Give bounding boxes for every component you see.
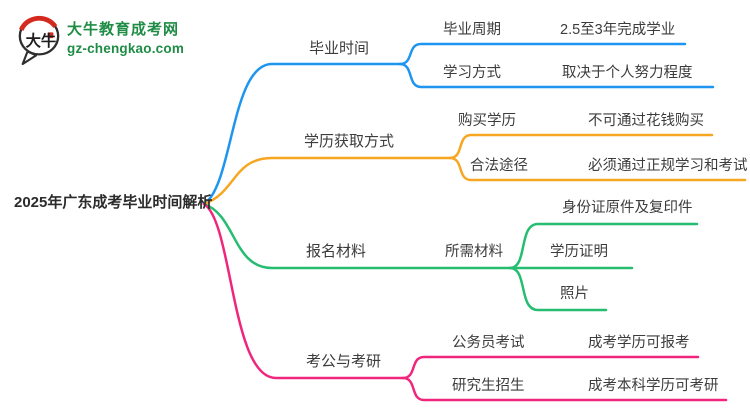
leaf-id-card[interactable]: 身份证原件及复印件 (562, 200, 693, 216)
leaf-legal-route-detail[interactable]: 必须通过正规学习和考试 (588, 158, 748, 174)
node-buy-credential[interactable]: 购买学历 (458, 113, 516, 129)
node-graduation-time[interactable]: 毕业时间 (309, 40, 370, 57)
node-graduation-cycle[interactable]: 毕业周期 (443, 22, 501, 38)
branch-graduation-cycle-line (398, 42, 687, 66)
branch-credential-acquisition-trunk-line (202, 156, 452, 206)
leaf-education-proof[interactable]: 学历证明 (550, 244, 608, 260)
logo-mark-text: 大牛 (26, 32, 57, 50)
node-legal-route[interactable]: 合法途径 (470, 158, 528, 174)
leaf-civil-service-detail[interactable]: 成考学历可报考 (588, 335, 690, 351)
leaf-buy-credential-detail[interactable]: 不可通过花钱购买 (588, 113, 704, 129)
branch-legal-route-line (448, 156, 747, 182)
site-logo-icon: 大牛 (18, 15, 60, 66)
branch-civil-service-postgrad-trunk-line (202, 202, 405, 380)
root-node[interactable]: 2025年广东成考毕业时间解析 (14, 194, 213, 211)
site-logo-title: 大牛教育成考网 (67, 21, 180, 38)
branch-postgrad-admission-line (401, 376, 728, 402)
node-civil-service-exam[interactable]: 公务员考试 (452, 335, 525, 351)
node-study-mode[interactable]: 学习方式 (443, 65, 501, 81)
leaf-postgrad-detail[interactable]: 成考本科学历可考研 (588, 378, 719, 394)
site-logo[interactable]: 大牛 大牛教育成考网 gz-chengkao.com (16, 14, 184, 66)
node-credential-acquisition[interactable]: 学历获取方式 (304, 133, 395, 150)
branch-civil-service-exam-line (401, 355, 700, 380)
node-civil-service-postgrad[interactable]: 考公与考研 (306, 353, 382, 370)
site-logo-domain: gz-chengkao.com (67, 41, 185, 56)
branch-id-card-line (508, 222, 699, 270)
branch-buy-credential-line (448, 133, 714, 160)
leaf-photo[interactable]: 照片 (560, 286, 589, 302)
branch-graduation-time-trunk-line (202, 62, 402, 206)
leaf-graduation-cycle-detail[interactable]: 2.5至3年完成学业 (560, 22, 676, 38)
node-postgrad-admission[interactable]: 研究生招生 (452, 378, 525, 394)
branch-registration-materials-trunk-line (202, 202, 512, 270)
branch-photo-line (508, 266, 608, 312)
node-required-materials[interactable]: 所需材料 (445, 244, 503, 260)
leaf-study-mode-detail[interactable]: 取决于个人努力程度 (562, 65, 693, 81)
node-registration-materials[interactable]: 报名材料 (306, 243, 367, 260)
branch-study-mode-line (398, 62, 715, 89)
